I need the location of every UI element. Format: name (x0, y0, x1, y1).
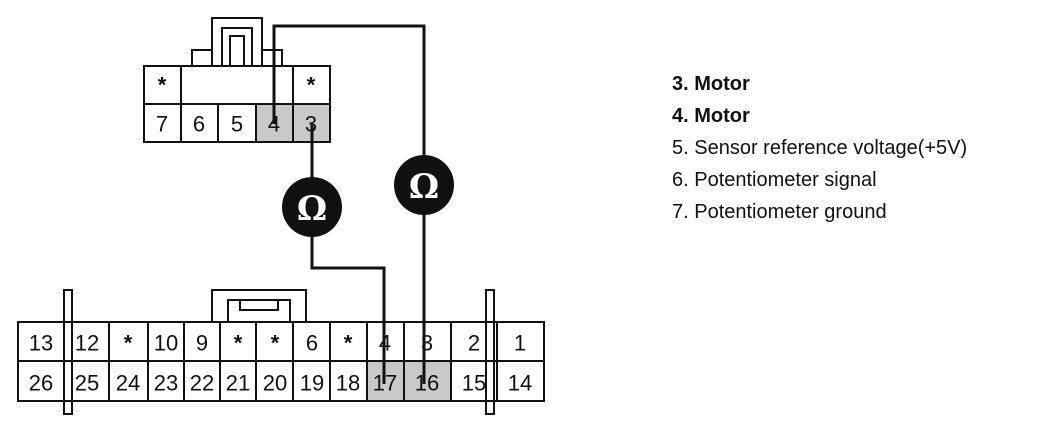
ohm-icon: Ω (297, 189, 327, 229)
ohm-icon: Ω (409, 167, 439, 207)
bottom-pin-2: 2 (468, 331, 480, 356)
lead-pin4-to-meter (272, 24, 426, 156)
bottom-pin-15: 15 (462, 371, 486, 396)
bottom-pin-1: 1 (514, 331, 526, 356)
bottom-pin-22: 22 (190, 371, 214, 396)
bottom-pin-star-7: * (271, 331, 280, 356)
bottom-pin-6: 6 (306, 331, 318, 356)
bottom-pin-21: 21 (226, 371, 250, 396)
top-connector-latch (191, 17, 283, 66)
bottom-pin-star-11: * (124, 331, 133, 356)
bottom-pin-25: 25 (75, 371, 99, 396)
ohmmeter-1: Ω (282, 177, 342, 237)
bottom-pin-13: 13 (29, 331, 53, 356)
legend-item-3: 3. Motor (672, 73, 750, 95)
top-pin-star-right: * (307, 73, 316, 98)
bottom-connector-labels: 13 12 * 10 9 * * 6 * 4 3 2 1 26 25 24 23… (29, 331, 532, 396)
bottom-pin-26: 26 (29, 371, 53, 396)
bottom-connector-grid (17, 321, 545, 402)
pin-legend: 3. Motor 4. Motor 5. Sensor reference vo… (672, 68, 967, 228)
bottom-pin-16: 16 (415, 371, 439, 396)
bottom-pin-star-8: * (234, 331, 243, 356)
ohmmeter-1-body (282, 177, 342, 237)
bottom-pin-24: 24 (116, 371, 140, 396)
ohmmeter-2-body (394, 155, 454, 215)
bottom-pin-14: 14 (508, 371, 532, 396)
top-pin-star-left: * (158, 73, 167, 98)
bottom-pin-star-5: * (344, 331, 353, 356)
top-pin-5: 5 (231, 112, 243, 137)
bottom-connector-latch (211, 289, 307, 322)
bottom-pin-10: 10 (154, 331, 178, 356)
legend-item-5: 5. Sensor reference voltage(+5V) (672, 137, 968, 159)
bottom-pin-18: 18 (336, 371, 360, 396)
test-leads (272, 24, 426, 384)
bottom-connector-right-post (485, 289, 495, 415)
lead-meter-to-pin17 (310, 236, 386, 384)
ohmmeter-2: Ω (394, 155, 454, 215)
bottom-pin-9: 9 (196, 331, 208, 356)
bottom-pin-19: 19 (300, 371, 324, 396)
bottom-pin-12: 12 (75, 331, 99, 356)
top-connector-labels: * * 7 6 5 4 3 (156, 73, 317, 137)
bottom-connector-left-post (63, 289, 73, 415)
legend-item-7: 7. Potentiometer ground (672, 201, 887, 223)
top-pin-7: 7 (156, 112, 168, 137)
bottom-pin-23: 23 (154, 371, 178, 396)
bottom-pin-20: 20 (263, 371, 287, 396)
top-connector-grid (180, 66, 294, 142)
top-pin-6: 6 (193, 112, 205, 137)
legend-item-4: 4. Motor (672, 105, 750, 127)
legend-item-6: 6. Potentiometer signal (672, 169, 877, 191)
bottom-connector (63, 289, 495, 415)
